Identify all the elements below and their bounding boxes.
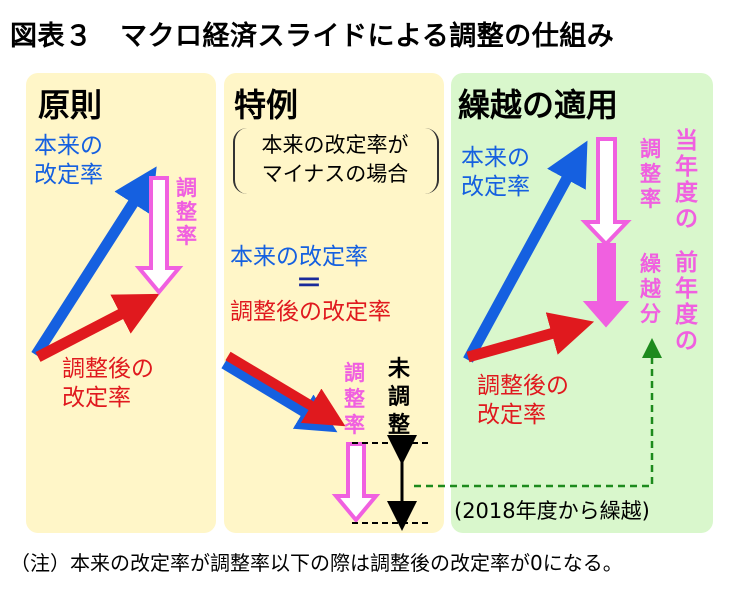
heading-special: 特例 <box>234 86 299 124</box>
label-carried-over-portion: 繰 越 分 <box>640 252 661 326</box>
label-adjustment-rate-special: 調 整 率 <box>344 361 365 437</box>
label-adjusted-rate-carryover: 調整後の 改定率 <box>477 373 569 428</box>
label-original-rate-principle: 本来の 改定率 <box>34 133 103 188</box>
equation-equals-sign: ＝ <box>296 269 323 299</box>
label-previous-year: 前 年 度 の <box>675 250 698 354</box>
equation-adjusted-rate: 調整後の改定率 <box>230 299 391 325</box>
adjusted-rate-arrow <box>35 293 160 362</box>
carry-over-note: (2018年度から繰越) <box>454 499 650 523</box>
current-year-adjustment-arrow <box>580 137 632 247</box>
carried-over-adjustment-arrow <box>582 243 630 328</box>
label-adjustment-rate-carryover: 調 整 率 <box>640 137 661 211</box>
adjustment-rate-arrow-special <box>331 442 381 524</box>
original-rate-down-arrow <box>221 359 338 433</box>
label-adjusted-rate-principle: 調整後の 改定率 <box>62 356 154 411</box>
condition-text: 本来の改定率が マイナスの場合 <box>261 133 409 186</box>
adjustment-rate-arrow <box>134 176 184 296</box>
heading-principle: 原則 <box>38 86 103 124</box>
figure-title: 図表３ マクロ経済スライドによる調整の仕組み <box>10 21 615 52</box>
original-rate-arrow-carryover <box>463 140 588 363</box>
condition-bracket <box>233 128 439 194</box>
label-current-year: 当 年 度 の <box>675 128 698 232</box>
label-original-rate-carryover: 本来の 改定率 <box>461 145 530 200</box>
equation-original-rate: 本来の改定率 <box>230 244 368 270</box>
heading-carryover: 繰越の適用 <box>458 86 619 124</box>
adjusted-rate-arrow-carryover <box>466 312 595 363</box>
adjusted-rate-down-arrow <box>225 351 346 427</box>
label-adjustment-rate-principle: 調 整 率 <box>176 176 197 248</box>
label-unadjusted: 未 調 整 <box>388 357 411 438</box>
carry-over-dashed-arrow <box>414 338 662 488</box>
original-rate-arrow <box>31 166 157 358</box>
footnote: （注）本来の改定率が調整率以下の際は調整後の改定率が0になる。 <box>10 551 623 575</box>
